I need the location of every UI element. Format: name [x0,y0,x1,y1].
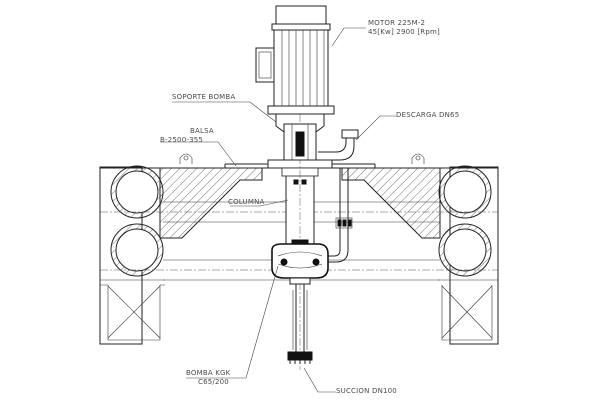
pump-body [271,239,329,285]
pump-model-label: BOMBA KGK [186,369,231,377]
discharge-pipe [318,129,359,263]
motor-model-label: MOTOR 225M-2 [368,19,425,27]
leader-lines [160,27,396,393]
terminal-box [255,47,275,83]
pump-size-label: C65/200 [198,378,229,386]
right-pontoon [438,165,499,345]
deck-platform [100,153,498,281]
right-lifting-lug [411,153,425,164]
motor-rating-label: 45[Kw] 2900 [Rpm] [368,28,440,36]
annotations: MOTOR 225M-2 45[Kw] 2900 [Rpm] SOPORTE B… [160,19,459,395]
motor [255,5,335,115]
left-lifting-lug [179,153,193,164]
float-model-label: B-2500-355 [160,136,203,144]
column-label: COLUMNA [228,198,265,206]
coupling [295,131,305,157]
suction-strainer [287,351,313,361]
pump-support [275,114,325,161]
suction-label: SUCCION DN100 [336,387,397,395]
discharge-label: DESCARGA DN65 [396,111,459,119]
suction-pipe [287,284,313,364]
left-pontoon [99,165,165,345]
pump-column [267,100,333,370]
pump-support-label: SOPORTE BOMBA [172,93,235,101]
float-label: BALSA [190,127,214,135]
